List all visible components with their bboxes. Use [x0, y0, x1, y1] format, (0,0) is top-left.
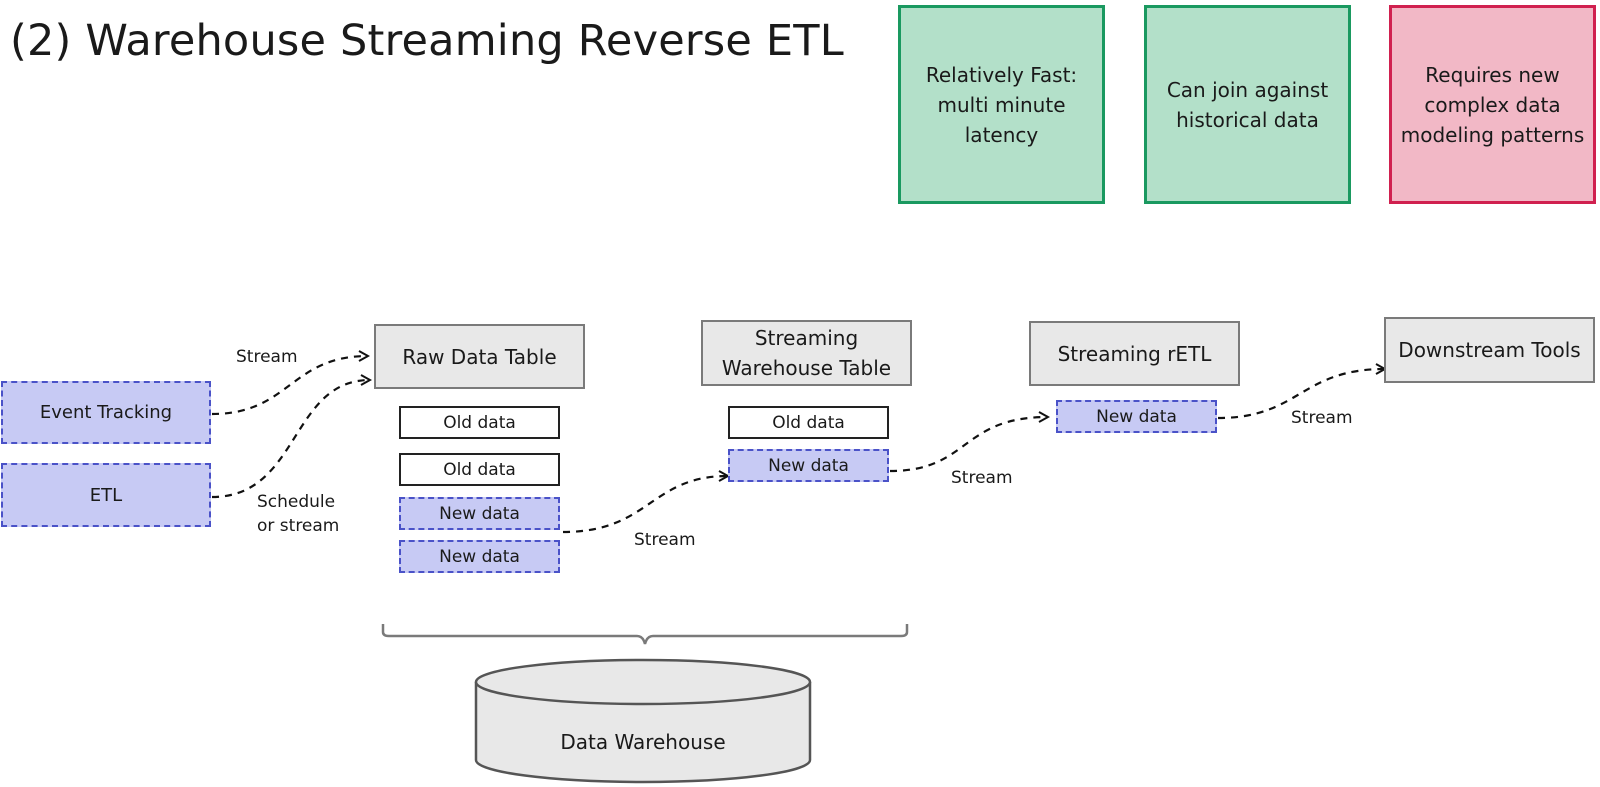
stage-raw-data-table-label: Raw Data Table — [402, 344, 557, 369]
source-event-tracking: Event Tracking — [1, 381, 211, 444]
retl-row-new: New data — [1056, 400, 1217, 433]
page-title: (2) Warehouse Streaming Reverse ETL — [10, 16, 844, 66]
stage-streaming-warehouse-table: Streaming Warehouse Table — [701, 320, 912, 386]
raw-row-old-1: Old data — [399, 406, 560, 439]
note-historical-join-text: Can join against historical data — [1166, 77, 1329, 132]
stage-streaming-retl-label: Streaming rETL — [1057, 341, 1212, 366]
edge-label-stream-event: Stream — [236, 347, 298, 367]
note-fast-latency: Relatively Fast: multi minute latency — [898, 5, 1105, 204]
swt-row-old: Old data — [728, 406, 889, 439]
edge-event-to-raw — [211, 356, 368, 416]
stage-downstream-tools: Downstream Tools — [1384, 317, 1595, 383]
edge-swt-to-retl — [889, 417, 1048, 473]
stage-streaming-retl: Streaming rETL — [1029, 321, 1240, 386]
raw-row-new-1: New data — [399, 497, 560, 530]
edge-label-stream-swt: Stream — [951, 468, 1013, 488]
raw-row-old-2: Old data — [399, 453, 560, 486]
raw-row-new-2: New data — [399, 540, 560, 573]
warehouse-brace — [381, 624, 909, 645]
note-complex-modeling-text: Requires new complex data modeling patte… — [1400, 62, 1585, 147]
data-warehouse-cylinder-body — [474, 682, 812, 784]
note-historical-join: Can join against historical data — [1144, 5, 1351, 204]
edge-etl-to-raw — [211, 380, 370, 499]
stage-downstream-tools-label: Downstream Tools — [1398, 338, 1581, 362]
source-etl: ETL — [1, 463, 211, 527]
note-complex-modeling: Requires new complex data modeling patte… — [1389, 5, 1596, 204]
edge-label-stream-retl: Stream — [1291, 408, 1353, 428]
data-warehouse-cylinder-top — [474, 658, 812, 706]
edge-label-stream-raw: Stream — [634, 530, 696, 550]
data-warehouse-label: Data Warehouse — [560, 730, 726, 754]
stage-raw-data-table: Raw Data Table — [374, 324, 585, 389]
edge-retl-to-downstream — [1217, 369, 1385, 420]
note-fast-latency-text: Relatively Fast: multi minute latency — [925, 62, 1078, 147]
swt-row-new: New data — [728, 449, 889, 482]
edge-label-schedule-or-stream: Schedule or stream — [257, 492, 340, 536]
edge-raw-to-swt — [562, 476, 728, 534]
stage-streaming-warehouse-table-label: Streaming Warehouse Table — [721, 326, 892, 380]
